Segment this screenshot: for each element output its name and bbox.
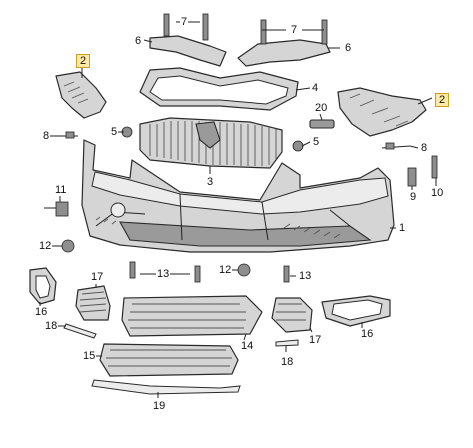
callout-5-left: 5 <box>110 126 119 138</box>
callout-16-left: 16 <box>34 306 49 318</box>
leader-lines <box>39 21 437 398</box>
callout-12-left: 12 <box>38 240 53 252</box>
callout-8-right: 8 <box>420 142 429 154</box>
callout-15: 15 <box>82 350 97 362</box>
callout-6-right: 6 <box>344 42 353 54</box>
callout-18-left: 18 <box>44 320 59 332</box>
side-grille-right <box>271 297 313 333</box>
fog-light-trim-right <box>321 295 391 327</box>
left-mounting-bracket <box>55 71 107 119</box>
radiator-grille <box>139 117 283 169</box>
callout-11: 11 <box>54 184 68 196</box>
screw-5-right <box>292 140 304 152</box>
screw-12-left <box>61 239 75 253</box>
callout-8-left: 8 <box>42 130 51 142</box>
lower-center-grille <box>121 295 263 337</box>
grille-frame <box>139 67 299 111</box>
upper-screws <box>163 13 328 45</box>
callout-2-left: 2 <box>76 54 91 68</box>
screw-10 <box>431 155 438 179</box>
callout-13-left: 13 <box>156 268 171 280</box>
callout-17-right: 17 <box>308 334 323 346</box>
callout-2-right: 2 <box>435 93 450 107</box>
clip-9 <box>407 167 417 187</box>
front-bumper-cover <box>81 139 395 253</box>
trim-strip-right <box>275 339 299 347</box>
screw-12-right <box>237 263 251 277</box>
callout-9: 9 <box>409 191 418 203</box>
fog-light-trim-left <box>29 267 57 305</box>
right-mounting-bracket <box>337 87 427 137</box>
trim-strip-left <box>63 323 97 339</box>
callout-19: 19 <box>152 400 167 412</box>
spoiler-strip-19 <box>91 379 241 395</box>
callout-1: 1 <box>398 222 407 234</box>
callout-16-right: 16 <box>360 328 375 340</box>
emblem <box>309 119 335 129</box>
callout-3: 3 <box>206 176 215 188</box>
callout-4: 4 <box>311 82 320 94</box>
clip-8-left <box>58 131 78 139</box>
left-upper-bracket <box>149 35 227 67</box>
callout-13-right: 13 <box>298 270 313 282</box>
callout-20: 20 <box>314 102 329 114</box>
callout-6-left: 6 <box>134 35 143 47</box>
callout-14: 14 <box>240 340 255 352</box>
callout-7-right: 7 <box>290 24 299 36</box>
side-grille-left <box>75 285 111 321</box>
callout-7-left: 7 <box>180 16 189 28</box>
cover-11 <box>44 201 69 217</box>
callout-5-right: 5 <box>312 136 321 148</box>
callout-10: 10 <box>430 187 445 199</box>
lower-grille-15 <box>99 343 239 377</box>
callout-12-right: 12 <box>218 264 233 276</box>
callout-17-left: 17 <box>90 271 105 283</box>
callout-18-right: 18 <box>280 356 295 368</box>
right-upper-bracket <box>237 39 331 67</box>
clip-8-right <box>381 142 411 150</box>
screws-13 <box>129 261 290 283</box>
